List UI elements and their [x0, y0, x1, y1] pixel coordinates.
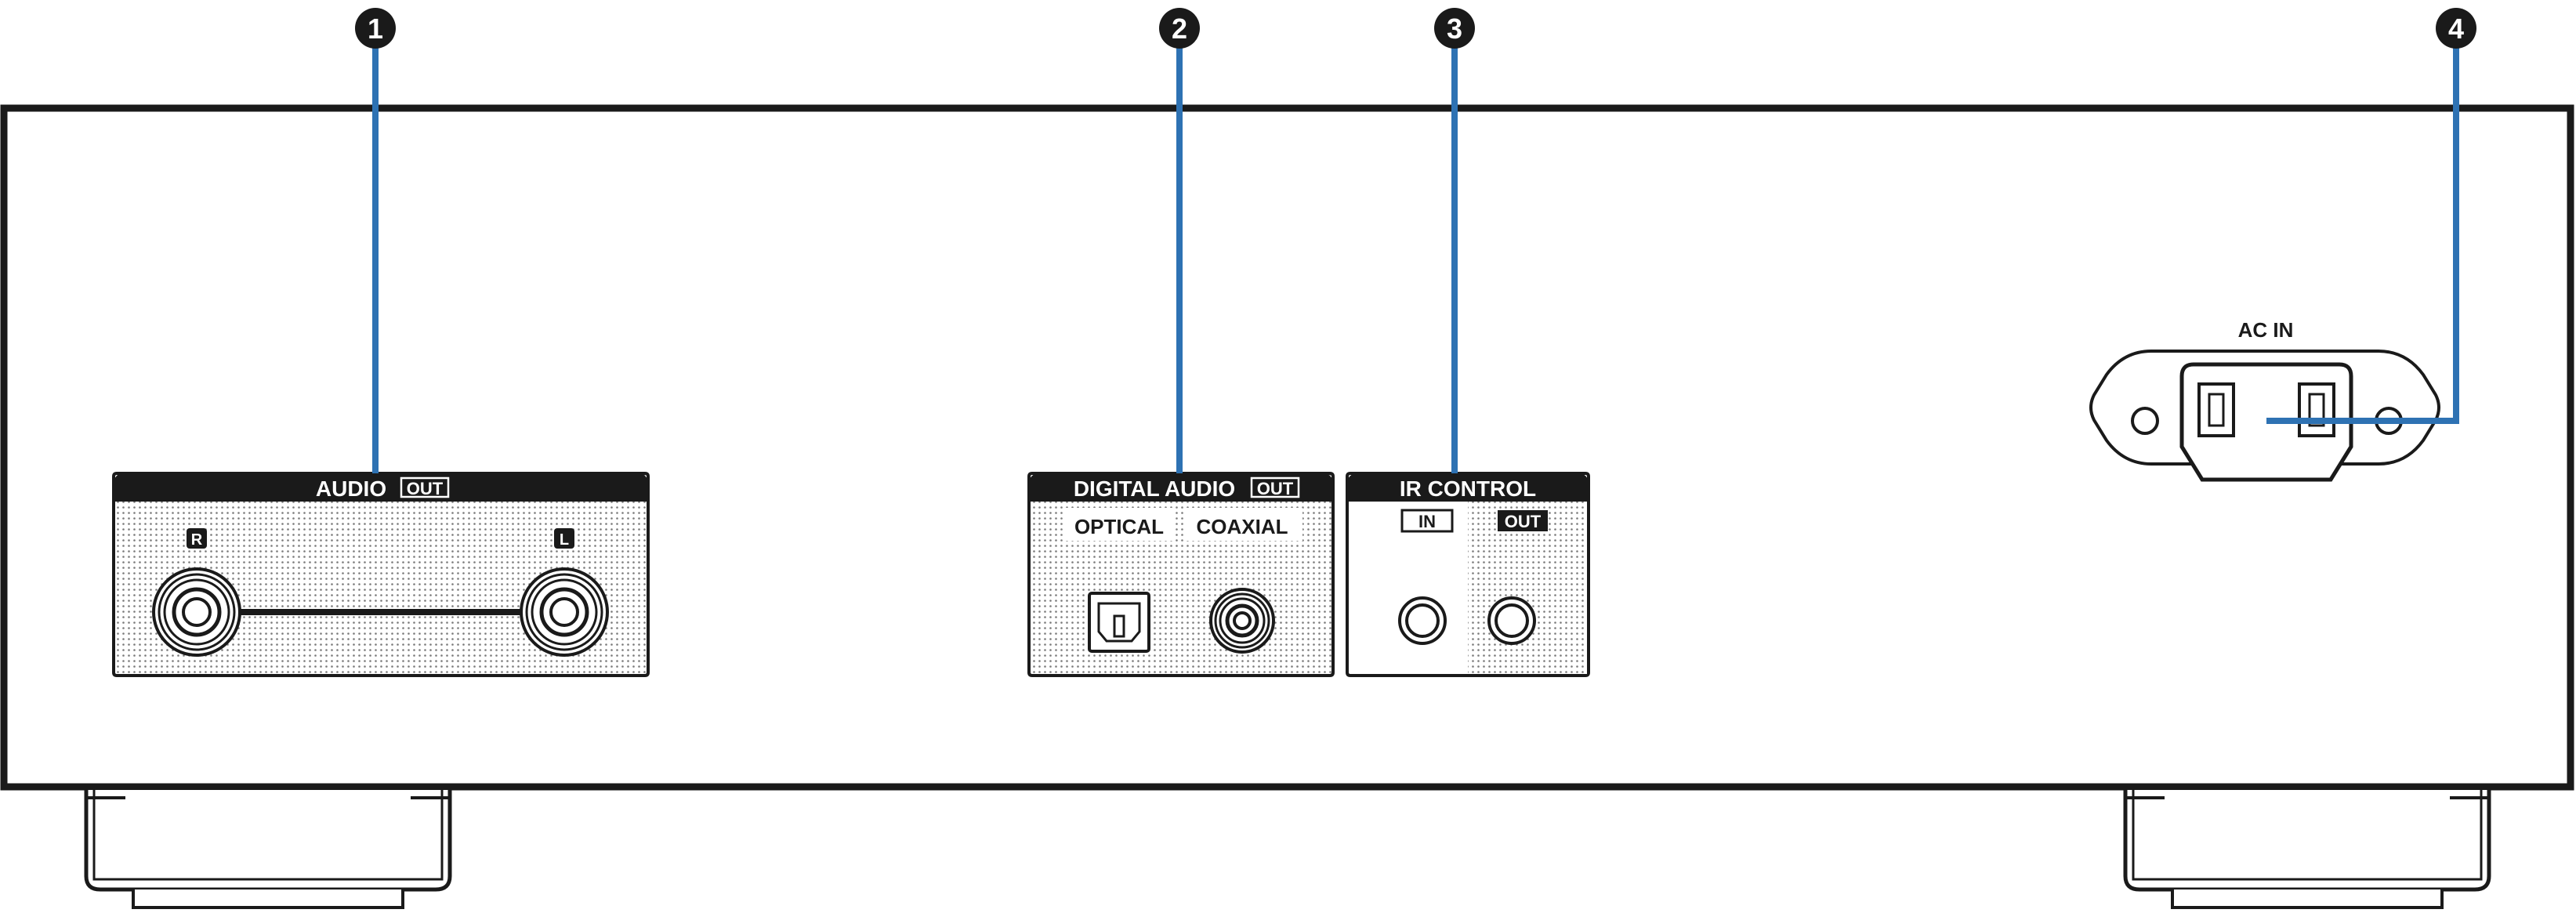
callout-2: 2: [1159, 8, 1200, 49]
ir-control-header-bar: [1347, 473, 1589, 502]
ir-control-panel: IR CONTROL IN OUT: [1346, 472, 1590, 677]
callout-3-badge: [1434, 8, 1475, 49]
audio-left-label: L: [560, 531, 569, 549]
left-foot: [84, 790, 452, 909]
digital-audio-out-badge-box: [1250, 476, 1300, 498]
audio-out-header-bar: [114, 473, 648, 502]
audio-right-label: R: [191, 531, 203, 549]
callout-2-number: 2: [1172, 13, 1187, 45]
callout-4-number: 4: [2448, 13, 2464, 45]
audio-out-badge-box: [400, 476, 450, 498]
callout-1: 1: [355, 8, 396, 49]
coaxial-jack[interactable]: [1209, 588, 1275, 654]
digital-audio-out-header: DIGITAL AUDIO: [1074, 476, 1235, 501]
optical-label: OPTICAL: [1074, 515, 1164, 538]
ir-out-label-box: [1498, 510, 1548, 531]
callout-4: 4: [2436, 8, 2476, 49]
audio-right-label-box: [187, 528, 207, 549]
audio-out-panel: AUDIO OUT R L: [112, 472, 650, 677]
ir-out-jack[interactable]: [1487, 596, 1536, 645]
ir-control-header: IR CONTROL: [1400, 476, 1536, 501]
ir-out-label: OUT: [1505, 512, 1542, 531]
digital-audio-out-badge: OUT: [1257, 479, 1294, 498]
digital-audio-out-panel: DIGITAL AUDIO OUT OPTICAL COAXIAL: [1027, 472, 1335, 677]
ac-in-label: AC IN: [2238, 318, 2294, 342]
callout-4-badge: [2436, 8, 2476, 49]
callout-2-badge: [1159, 8, 1200, 49]
audio-left-jack[interactable]: [520, 567, 609, 657]
audio-jack-bridge: [235, 609, 525, 615]
ac-inlet-screw-left: [2131, 407, 2159, 435]
callout-1-badge: [355, 8, 396, 49]
callout-3-number: 3: [1447, 13, 1462, 45]
right-foot: [2123, 790, 2491, 909]
callout-line-4: [2266, 41, 2459, 424]
coaxial-label: COAXIAL: [1197, 515, 1288, 538]
ir-in-label: IN: [1418, 512, 1436, 531]
ir-in-jack[interactable]: [1398, 596, 1447, 645]
audio-out-header: AUDIO: [316, 476, 386, 501]
audio-left-label-box: [554, 528, 574, 549]
callout-3: 3: [1434, 8, 1475, 49]
callout-1-number: 1: [368, 13, 383, 45]
optical-jack[interactable]: [1088, 592, 1150, 653]
audio-right-jack[interactable]: [152, 567, 241, 657]
digital-audio-out-header-bar: [1029, 473, 1333, 502]
audio-out-badge: OUT: [407, 479, 444, 498]
ac-inlet: AC IN: [2089, 318, 2440, 482]
ir-in-label-box: [1400, 509, 1454, 533]
ac-inlet-pin-left: [2197, 382, 2235, 437]
callout-lines: [372, 41, 2459, 473]
